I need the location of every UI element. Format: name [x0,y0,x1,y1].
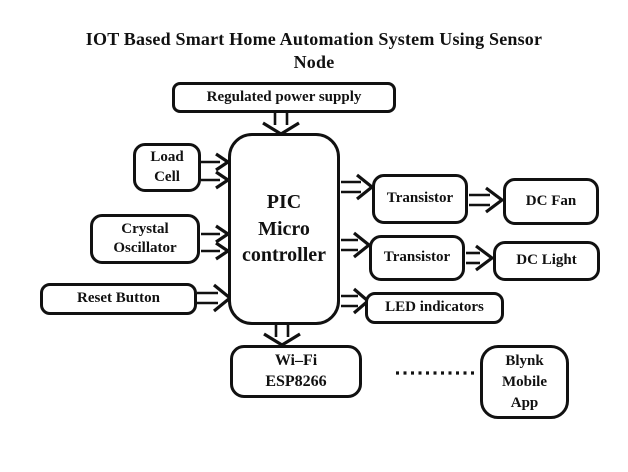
node-label: Crystal Oscillator [113,220,177,257]
node-wifi-esp8266: Wi–Fi ESP8266 [230,345,362,398]
node-label: Blynk Mobile App [502,352,547,411]
arrow-load-cell-to-pic-1 [201,152,231,172]
node-pic-microcontroller: PIC Micro controller [228,133,340,325]
node-label: Regulated power supply [206,88,362,105]
diagram-title: IOT Based Smart Home Automation System U… [85,29,543,72]
arrow-load-cell-to-pic-2 [201,170,231,190]
node-load-cell: Load Cell [133,143,201,192]
node-label: DC Fan [525,192,577,209]
arrow-pic-to-transistor-1 [341,173,375,201]
node-dc-light: DC Light [493,241,600,281]
node-reset-button: Reset Button [40,283,197,315]
node-transistor-1: Transistor [372,174,468,224]
node-transistor-2: Transistor [369,235,465,281]
node-label: LED indicators [385,299,484,316]
arrow-crystal-to-pic-2 [201,241,231,261]
arrow-pic-to-wifi [263,325,301,347]
node-led-indicators: LED indicators [365,292,504,324]
arrow-transistor1-to-dcfan [469,186,505,214]
node-label: Transistor [386,190,454,207]
node-regulated-power-supply: Regulated power supply [172,82,396,113]
arrow-reset-to-pic [197,283,233,313]
node-label: PIC Micro controller [241,191,327,267]
node-label: Load Cell [150,149,184,185]
arrow-power-to-pic [262,113,300,136]
arrow-crystal-to-pic-1 [201,224,231,244]
arrow-pic-to-transistor-2 [341,231,372,259]
node-dc-fan: DC Fan [503,178,599,225]
node-label: Reset Button [77,290,160,307]
arrow-pic-to-led [341,287,371,315]
node-label: Wi–Fi ESP8266 [265,351,327,390]
node-label: DC Light [516,252,577,269]
node-crystal-oscillator: Crystal Oscillator [90,214,200,264]
node-label: Transistor [383,249,451,266]
arrow-transistor2-to-dclight [466,244,495,272]
node-blynk-mobile-app: Blynk Mobile App [480,345,569,419]
